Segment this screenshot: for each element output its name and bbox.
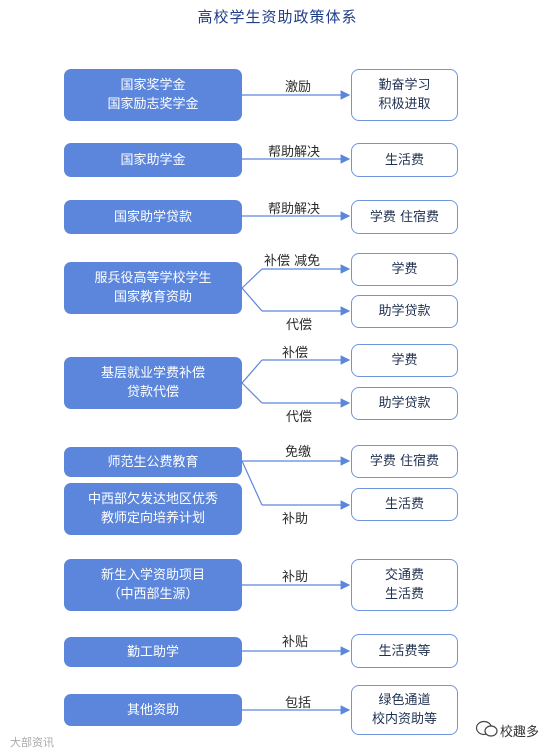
watermark-right: 校趣多: [500, 725, 540, 740]
outcome-line: 助学贷款: [378, 396, 431, 411]
relation-label: 代偿: [286, 318, 313, 333]
outcome-line: 生活费: [384, 587, 424, 602]
branch-5b: [241, 382, 263, 404]
outcome-box-green-channel: 绿色通道 校内资助等: [351, 685, 458, 735]
policy-line: 师范生公费教育: [107, 454, 199, 470]
policy-box-teacher-training: 中西部欠发达地区优秀 教师定向培养计划: [64, 483, 242, 535]
policy-box-loan: 国家助学贷款: [64, 200, 242, 234]
outcome-line: 绿色通道: [378, 693, 431, 708]
policy-line: 国家助学贷款: [113, 209, 192, 225]
outcome-line: 积极进取: [378, 97, 431, 112]
outcome-line: 学费 住宿费: [369, 209, 440, 225]
policy-box-grassroots: 基层就业学费补偿 贷款代偿: [64, 357, 242, 409]
relation-label: 补助: [282, 570, 309, 585]
policy-line: 中西部欠发达地区优秀: [87, 492, 218, 507]
relation-label: 补偿 减免: [264, 254, 321, 269]
outcome-box-tuition-housing: 学费 住宿费: [351, 200, 458, 234]
relation-label: 补助: [282, 512, 309, 527]
policy-line: 国家奖学金: [120, 78, 186, 93]
outcome-line: 学费: [391, 353, 418, 368]
outcome-box-loan: 助学贷款: [351, 387, 458, 420]
policy-line: 勤工助学: [126, 644, 179, 660]
wechat-icon: [475, 720, 498, 742]
outcome-box-living-etc: 生活费等: [351, 634, 458, 668]
outcome-box-tuition: 学费: [351, 253, 458, 286]
outcome-line: 校内资助等: [371, 712, 437, 727]
outcome-box-tuition-housing: 学费 住宿费: [351, 445, 458, 478]
policy-box-work-study: 勤工助学: [64, 637, 242, 667]
policy-line: 国家励志奖学金: [107, 97, 199, 112]
branch-4b: [241, 287, 263, 312]
policy-box-normal-student: 师范生公费教育: [64, 447, 242, 477]
outcome-line: 助学贷款: [378, 304, 431, 319]
relation-label: 补贴: [282, 635, 309, 650]
relation-label: 免缴: [285, 445, 312, 460]
relation-label: 激励: [285, 80, 312, 95]
policy-line: 新生入学资助项目: [100, 568, 205, 583]
relation-label: 帮助解决: [268, 145, 321, 160]
outcome-box-loan: 助学贷款: [351, 295, 458, 328]
outcome-box-living: 生活费: [351, 143, 458, 177]
policy-line: （中西部生源）: [107, 587, 199, 602]
relation-label: 代偿: [286, 410, 313, 425]
page-title: 高校学生资助政策体系: [197, 8, 358, 26]
outcome-line: 勤奋学习: [378, 78, 431, 93]
relation-label: 补偿: [282, 346, 309, 361]
relation-label: 帮助解决: [268, 202, 321, 217]
policy-box-scholarship: 国家奖学金 国家励志奖学金: [64, 69, 242, 121]
branch-4a: [241, 268, 263, 289]
outcome-line: 生活费等: [378, 643, 431, 659]
policy-box-other: 其他资助: [64, 694, 242, 726]
branch-5a: [241, 359, 263, 384]
outcome-line: 生活费: [384, 152, 424, 168]
policy-box-grant: 国家助学金: [64, 143, 242, 177]
branch-6b: [241, 460, 263, 506]
outcome-box-living: 生活费: [351, 488, 458, 521]
policy-line: 服兵役高等学校学生: [94, 271, 212, 286]
outcome-box-tuition: 学费: [351, 344, 458, 377]
policy-line: 基层就业学费补偿: [100, 366, 205, 381]
outcome-line: 学费 住宿费: [369, 454, 440, 469]
outcome-line: 学费: [391, 262, 418, 277]
policy-line: 贷款代偿: [126, 385, 179, 400]
policy-line: 其他资助: [126, 702, 179, 718]
policy-box-military: 服兵役高等学校学生 国家教育资助: [64, 262, 242, 314]
watermark-left: 大部资讯: [10, 736, 54, 749]
policy-box-freshman: 新生入学资助项目 （中西部生源）: [64, 559, 242, 611]
outcome-line: 交通费: [384, 568, 424, 583]
policy-line: 国家教育资助: [113, 290, 192, 305]
outcome-box-study: 勤奋学习 积极进取: [351, 69, 458, 121]
relation-label: 包括: [285, 696, 312, 711]
outcome-box-transport-living: 交通费 生活费: [351, 559, 458, 611]
policy-line: 教师定向培养计划: [100, 511, 205, 526]
outcome-line: 生活费: [384, 497, 424, 512]
policy-line: 国家助学金: [120, 152, 186, 168]
